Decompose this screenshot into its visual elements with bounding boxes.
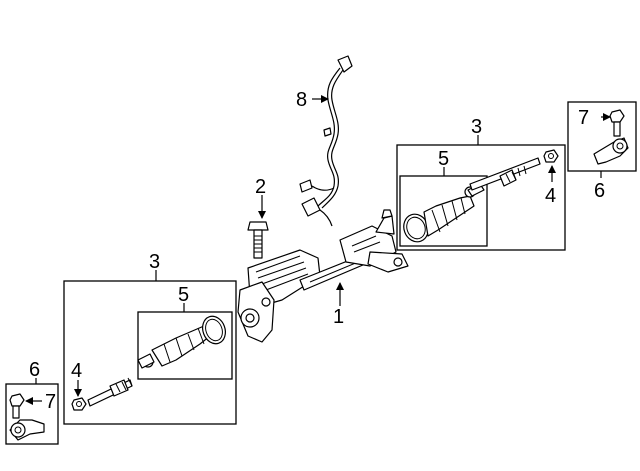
callout-7-right: 7 — [578, 107, 589, 129]
callout-7-left: 7 — [45, 391, 56, 413]
inner-tie-rod-kit-box-left — [63, 280, 237, 425]
callout-3-left: 3 — [149, 251, 160, 273]
inner-tie-rod-kit-box-right — [396, 144, 566, 251]
boot-kit-right — [403, 183, 485, 243]
callout-1: 1 — [333, 306, 344, 328]
boot-kit-box-left — [137, 311, 233, 380]
outer-tie-rod-box-right — [567, 101, 637, 172]
callout-4-right: 4 — [545, 185, 556, 207]
leader-lines — [25, 95, 611, 405]
steering-gear-assembly — [237, 209, 409, 343]
jam-nut-left — [71, 397, 87, 411]
callout-5-left: 5 — [178, 284, 189, 306]
callout-6-right: 6 — [594, 180, 605, 202]
inner-tie-rod-left — [87, 377, 133, 407]
mounting-bolt — [247, 221, 269, 259]
callout-8: 8 — [296, 89, 307, 111]
wiring-harness — [299, 55, 353, 227]
outer-tie-rod-box-left — [5, 383, 59, 445]
callout-4-left: 4 — [71, 360, 82, 382]
outer-tie-rod-end-left — [9, 393, 45, 441]
callout-2: 2 — [255, 176, 266, 198]
inner-tie-rod-right — [469, 157, 541, 191]
outer-tie-rod-end-right — [593, 109, 629, 165]
callout-6-left: 6 — [29, 359, 40, 381]
jam-nut-right — [543, 149, 559, 163]
boot-kit-left — [137, 315, 226, 369]
callout-3-right: 3 — [471, 116, 482, 138]
callout-5-right: 5 — [438, 148, 449, 170]
